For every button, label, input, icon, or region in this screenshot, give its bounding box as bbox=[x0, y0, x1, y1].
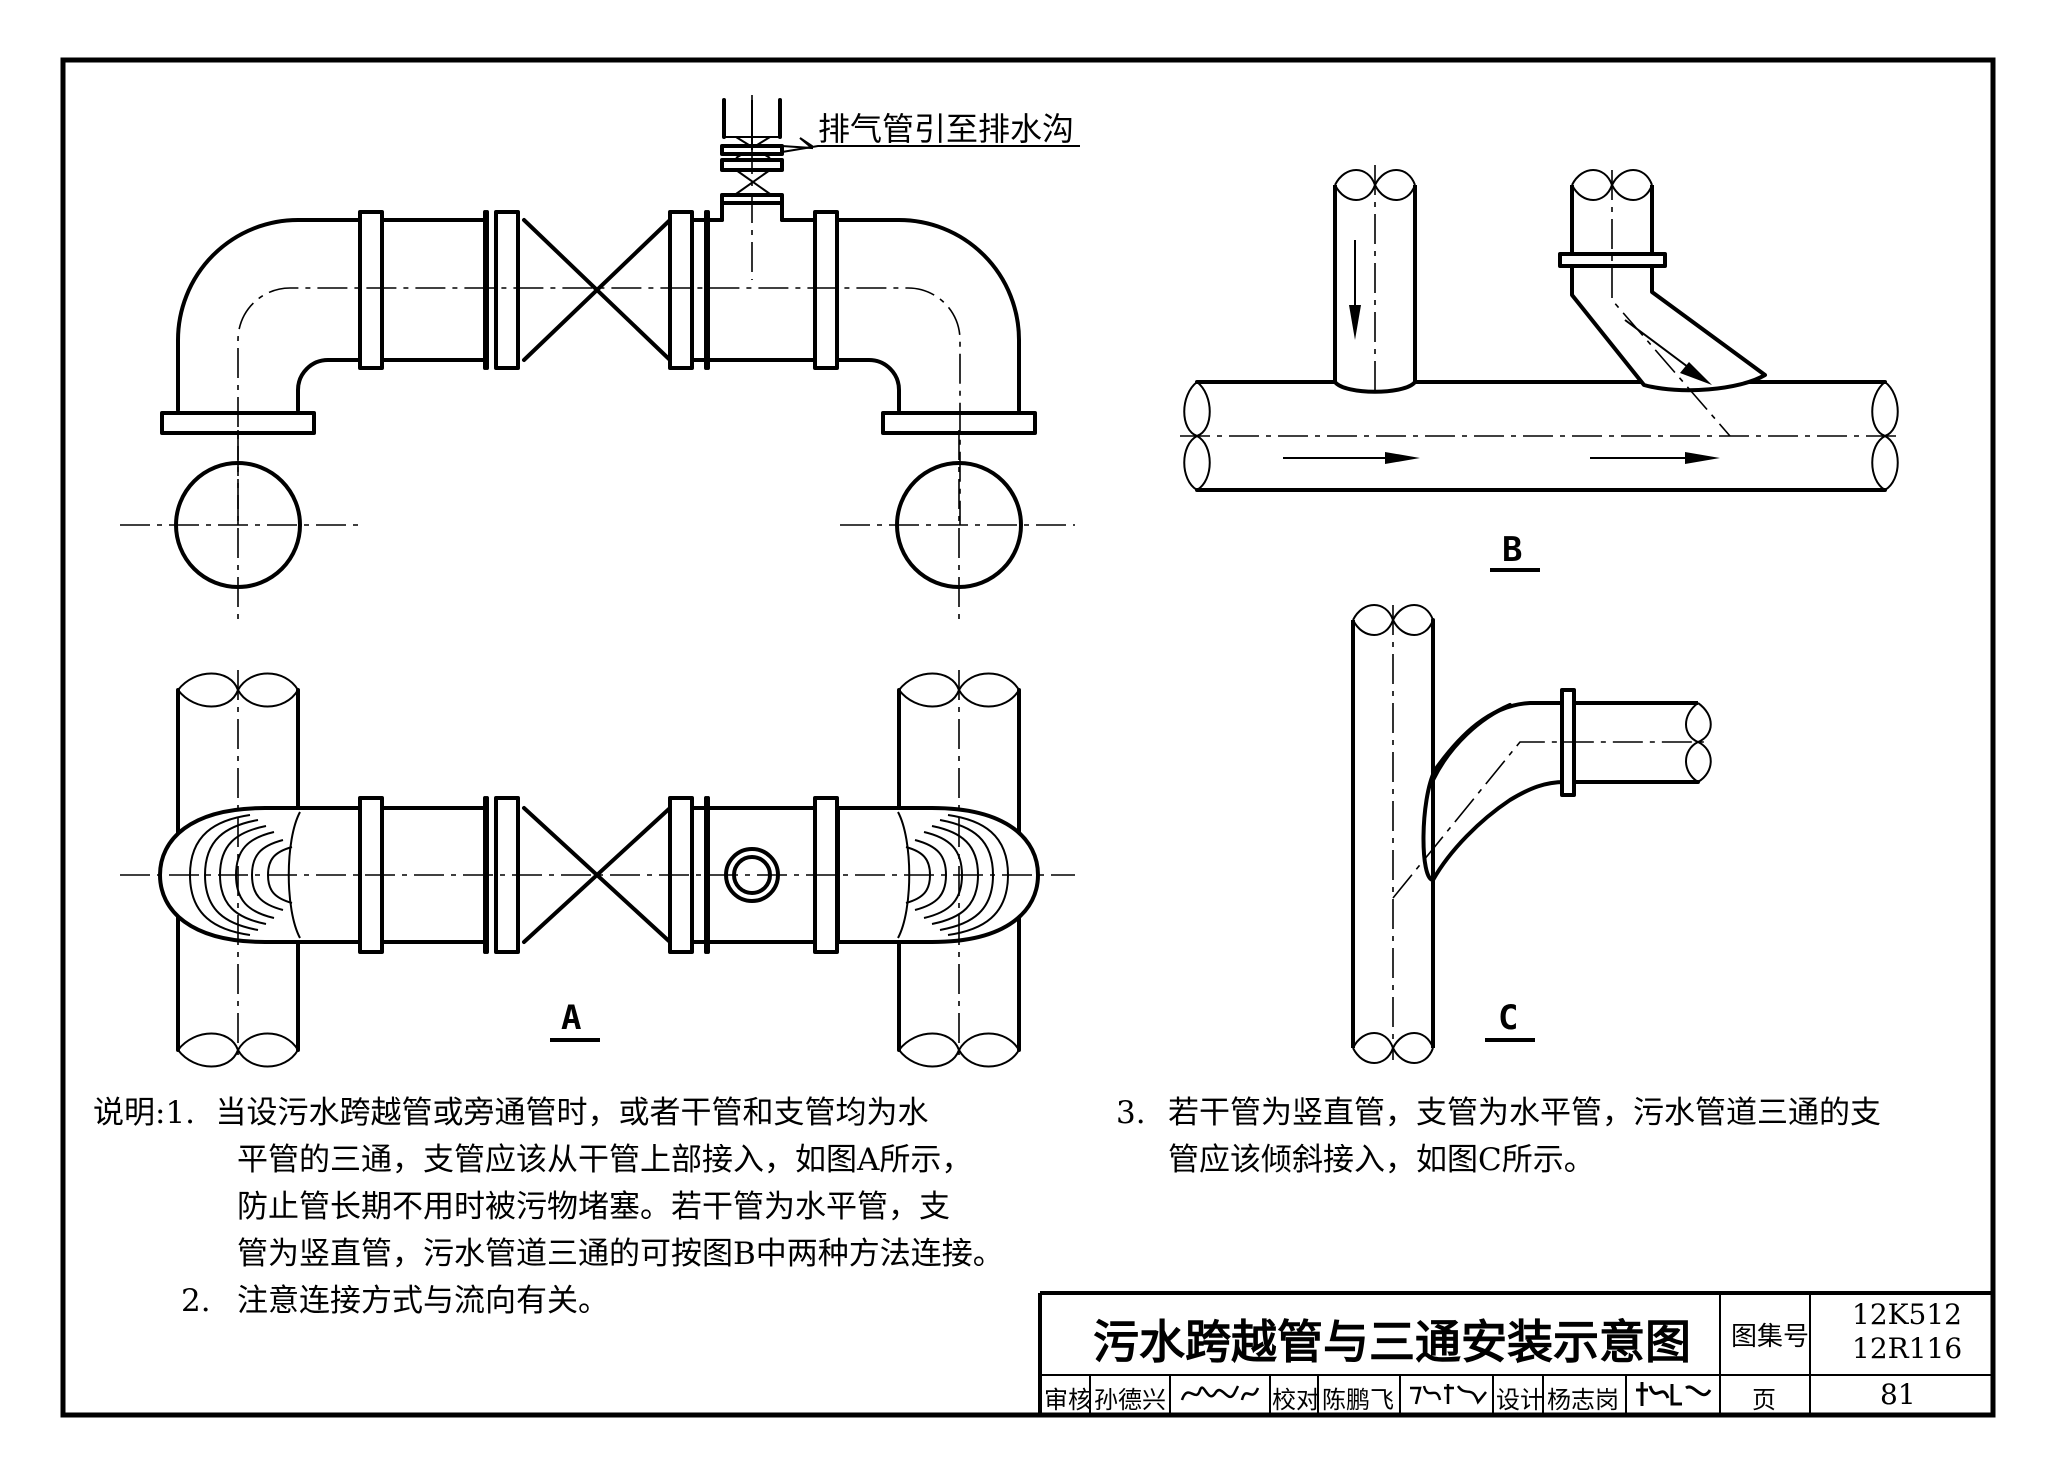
note-3-number: 3. bbox=[1116, 1095, 1146, 1131]
atlas-number-2: 12R116 bbox=[1852, 1332, 1963, 1365]
note-3-line-1: 若干管为竖直管，支管为水平管，污水管道三通的支 bbox=[1168, 1095, 1881, 1131]
note-1-number: 1. bbox=[165, 1095, 196, 1131]
designer-signature bbox=[1632, 1378, 1716, 1414]
figure-a-elevation bbox=[120, 95, 1080, 620]
reviewer-signature bbox=[1178, 1378, 1266, 1417]
figure-c-label: C bbox=[1498, 998, 1519, 1038]
designer-name: 杨志岗 bbox=[1547, 1386, 1619, 1414]
reviewer-name: 孙德兴 bbox=[1094, 1386, 1166, 1414]
notes-left: 说明:1. 当设污水跨越管或旁通管时，或者干管和支管均为水 平管的三通，支管应该从… bbox=[93, 1090, 1004, 1325]
note-3-line-2: 管应该倾斜接入，如图C所示。 bbox=[1168, 1142, 1595, 1178]
notes-heading: 说明: bbox=[93, 1095, 166, 1131]
check-label: 校对 bbox=[1272, 1386, 1320, 1414]
drawing-title: 污水跨越管与三通安装示意图 bbox=[1093, 1315, 1691, 1369]
figure-a-plan bbox=[120, 670, 1075, 1068]
checker-signature bbox=[1406, 1378, 1490, 1414]
page-number: 81 bbox=[1880, 1378, 1916, 1411]
review-label: 审核 bbox=[1044, 1386, 1092, 1414]
atlas-number-label: 图集号 bbox=[1731, 1322, 1810, 1352]
note-1-line-4: 管为竖直管，污水管道三通的可按图B中两种方法连接。 bbox=[237, 1236, 1004, 1272]
note-1-line-3: 防止管长期不用时被污物堵塞。若干管为水平管，支 bbox=[237, 1189, 950, 1225]
title-block-grid bbox=[1038, 1291, 1993, 1415]
note-2-text: 注意连接方式与流向有关。 bbox=[237, 1283, 609, 1319]
note-1-line-2: 平管的三通，支管应该从干管上部接入，如图A所示， bbox=[237, 1142, 973, 1178]
note-1-line-1: 当设污水跨越管或旁通管时，或者干管和支管均为水 bbox=[215, 1095, 929, 1131]
figure-c bbox=[1351, 604, 1712, 1064]
design-label: 设计 bbox=[1496, 1386, 1544, 1414]
note-2-number: 2. bbox=[181, 1283, 211, 1319]
checker-name: 陈鹏飞 bbox=[1322, 1386, 1394, 1414]
vent-pipe-callout: 排气管引至排水沟 bbox=[818, 110, 1075, 148]
atlas-number-1: 12K512 bbox=[1852, 1298, 1962, 1331]
figure-a-label: A bbox=[561, 998, 582, 1038]
figure-b bbox=[1180, 165, 1900, 572]
notes-right: 3. 若干管为竖直管，支管为水平管，污水管道三通的支 管应该倾斜接入，如图C所示。 bbox=[1116, 1090, 1881, 1184]
drawing-frame bbox=[60, 57, 1996, 1418]
page-label: 页 bbox=[1752, 1386, 1776, 1414]
figure-b-label: B bbox=[1502, 530, 1523, 570]
